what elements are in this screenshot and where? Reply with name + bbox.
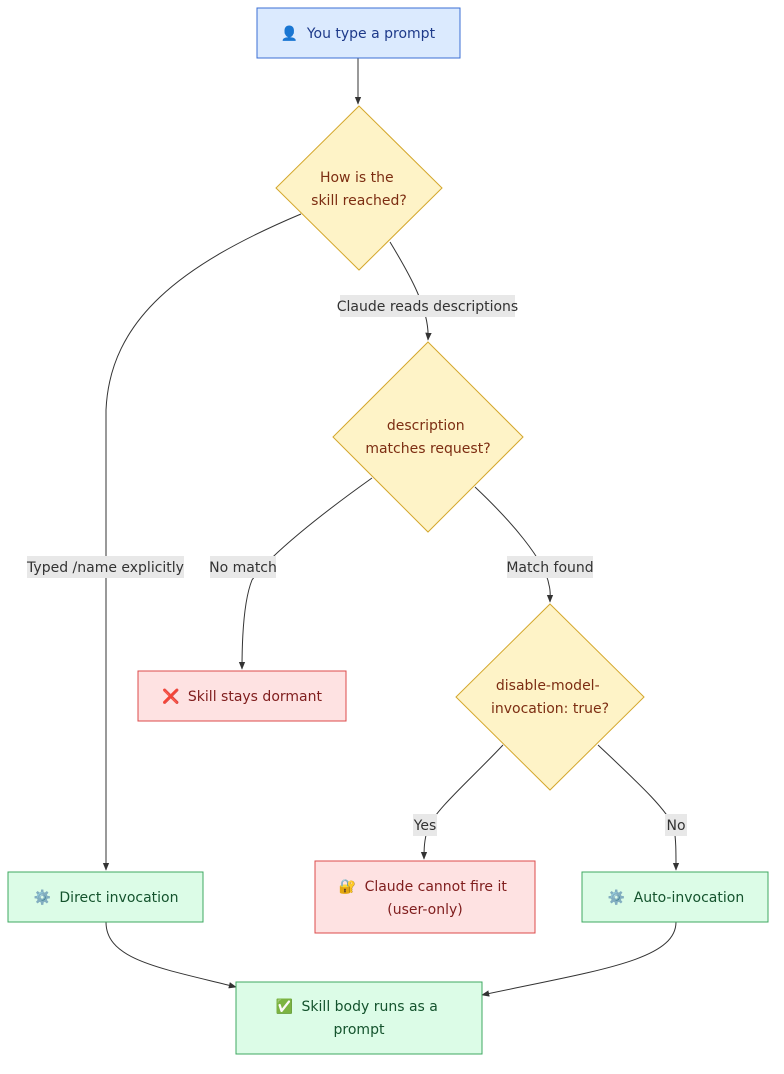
auto-node <box>581 871 769 923</box>
edge-direct-to-runs <box>105 921 237 989</box>
edge-label-yes: Yes <box>413 818 437 834</box>
disable-decision-label: disable-model- invocation: true? <box>491 678 609 717</box>
cross-icon: ❌ <box>162 688 179 705</box>
auto-node-label: ⚙️ Auto-invocation <box>608 889 744 906</box>
runs-node-label: ✅ Skill body runs as a prompt <box>276 998 443 1038</box>
edge-label-typed: Typed /name explicitly <box>26 560 184 576</box>
start-node-text: You type a prompt <box>306 26 436 42</box>
person-icon: 👤 <box>281 25 298 42</box>
edge-label-bg <box>27 556 184 578</box>
lock-key-icon: 🔐 <box>339 879 356 895</box>
edge-label-bg <box>507 556 593 578</box>
disable-line-1: disable-model- <box>496 678 600 694</box>
cannot-line-1: Claude cannot fire it <box>365 879 508 895</box>
runs-line-1: Skill body runs as a <box>302 999 438 1015</box>
direct-node-text: Direct invocation <box>59 890 178 906</box>
auto-node-text: Auto-invocation <box>634 890 745 906</box>
gear-icon: ⚙️ <box>34 889 51 906</box>
cannot-node <box>314 860 536 934</box>
edge-disable-to-cannot <box>420 744 504 860</box>
match-decision-label: description matches request? <box>365 418 490 457</box>
start-node <box>256 7 461 59</box>
dormant-node <box>137 670 347 722</box>
disable-decision <box>455 603 645 791</box>
reach-decision <box>275 105 443 271</box>
edge-label-claude-reads: Claude reads descriptions <box>337 299 518 315</box>
edge-reach-to-direct <box>102 213 302 871</box>
edge-label-bg <box>665 814 687 836</box>
cannot-node-label: 🔐 Claude cannot fire it (user-only) <box>339 879 512 918</box>
edge-label-bg <box>340 295 515 317</box>
direct-node-label: ⚙️ Direct invocation <box>34 889 179 906</box>
direct-node <box>7 871 204 923</box>
edge-label-no-match: No match <box>209 560 277 576</box>
reach-decision-label: How is the skill reached? <box>311 170 407 209</box>
check-icon: ✅ <box>276 998 293 1015</box>
edge-label-bg <box>413 814 437 836</box>
edge-label-no: No <box>666 818 685 834</box>
disable-line-2: invocation: true? <box>491 701 609 717</box>
edge-label-bg <box>210 556 276 578</box>
gear-icon: ⚙️ <box>608 889 625 906</box>
match-line-1: description <box>387 418 465 434</box>
edge-reach-to-match <box>389 241 432 341</box>
match-line-2: matches request? <box>365 441 490 457</box>
dormant-node-label: ❌ Skill stays dormant <box>162 688 322 705</box>
match-decision <box>332 341 524 533</box>
edge-auto-to-runs <box>481 921 677 997</box>
edge-match-to-disable <box>474 486 554 603</box>
runs-node <box>235 981 483 1055</box>
cannot-line-2: (user-only) <box>387 902 463 918</box>
reach-line-1: How is the <box>320 170 394 186</box>
edge-disable-to-auto <box>597 744 680 871</box>
dormant-node-text: Skill stays dormant <box>188 689 323 705</box>
reach-line-2: skill reached? <box>311 193 407 209</box>
edge-label-match-found: Match found <box>506 560 593 576</box>
runs-line-2: prompt <box>334 1022 385 1038</box>
start-node-label: 👤 You type a prompt <box>281 25 436 42</box>
